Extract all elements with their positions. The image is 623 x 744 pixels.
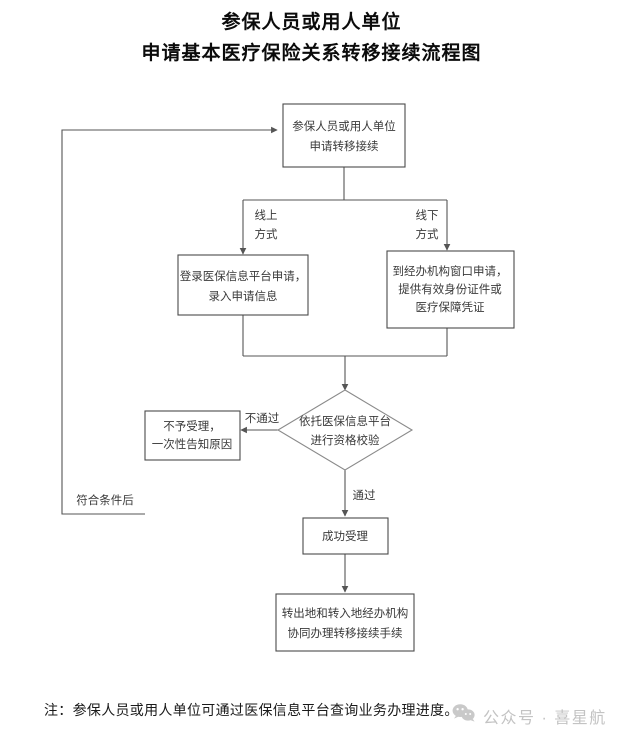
node-handle-line-1: 转出地和转入地经办机构 bbox=[282, 606, 409, 620]
node-offline-line-3: 医疗保障凭证 bbox=[416, 300, 485, 314]
page-title: 参保人员或用人单位 申请基本医疗保险关系转移接续流程图 bbox=[0, 8, 623, 70]
edge-label-offline-line-2: 方式 bbox=[416, 227, 439, 241]
edge-label-online: 线上 方式 bbox=[255, 208, 278, 241]
watermark: 公众号 · 喜星航 bbox=[452, 703, 607, 728]
edge-label-online-line-1: 线上 bbox=[255, 208, 278, 222]
node-offline-apply[interactable]: 到经办机构窗口申请， 提供有效身份证件或 医疗保障凭证 bbox=[386, 250, 515, 329]
connector-loopback bbox=[61, 126, 278, 515]
node-online-apply[interactable]: 登录医保信息平台申请， 录入申请信息 bbox=[177, 254, 309, 316]
edge-label-pass: 通过 bbox=[353, 489, 376, 502]
footer-note: 注：参保人员或用人单位可通过医保信息平台查询业务办理进度。 bbox=[44, 704, 459, 719]
node-offline-line-2: 提供有效身份证件或 bbox=[398, 282, 502, 296]
node-online-line-2: 录入申请信息 bbox=[209, 289, 278, 303]
node-handle-transfer[interactable]: 转出地和转入地经办机构 协同办理转移接续手续 bbox=[275, 593, 415, 652]
watermark-label: 公众号 · 喜星航 bbox=[483, 709, 607, 727]
edge-label-loopback-text: 符合条件后 bbox=[76, 493, 134, 507]
connector-start-to-split bbox=[243, 167, 447, 201]
edge-label-fail: 不通过 bbox=[245, 412, 280, 425]
node-start-line-1: 参保人员或用人单位 bbox=[292, 119, 396, 133]
node-offline-line-1: 到经办机构窗口申请， bbox=[393, 264, 508, 278]
node-start-line-2: 申请转移接续 bbox=[310, 139, 379, 153]
edge-label-loopback: 符合条件后 bbox=[76, 493, 134, 507]
wechat-icon bbox=[452, 703, 476, 728]
edge-label-fail-text: 不通过 bbox=[245, 412, 280, 425]
flowchart-svg: 参保人员或用人单位 申请转移接续 登录医保信息平台申请， 录入申请信息 到经办机… bbox=[61, 103, 515, 652]
node-accept-line-1: 成功受理 bbox=[322, 530, 368, 543]
title-line-1: 参保人员或用人单位 bbox=[221, 12, 402, 33]
edge-label-offline-line-1: 线下 bbox=[416, 208, 439, 222]
title-line-2: 申请基本医疗保险关系转移接续流程图 bbox=[141, 43, 482, 64]
node-handle-line-2: 协同办理转移接续手续 bbox=[288, 626, 403, 640]
node-online-line-1: 登录医保信息平台申请， bbox=[180, 269, 307, 283]
node-start[interactable]: 参保人员或用人单位 申请转移接续 bbox=[282, 103, 406, 168]
node-reject-line-1: 不予受理， bbox=[163, 420, 221, 433]
node-verify-decision[interactable]: 依托医保信息平台 进行资格校验 bbox=[276, 389, 414, 471]
edge-label-offline: 线下 方式 bbox=[416, 208, 439, 241]
edge-label-pass-text: 通过 bbox=[353, 489, 376, 502]
node-verify-line-1: 依托医保信息平台 bbox=[299, 414, 391, 428]
connector-merge-bus bbox=[243, 355, 447, 391]
node-reject-line-2: 一次性告知原因 bbox=[152, 437, 233, 451]
node-reject[interactable]: 不予受理， 一次性告知原因 bbox=[144, 410, 241, 461]
flowchart-canvas: 参保人员或用人单位 申请转移接续 登录医保信息平台申请， 录入申请信息 到经办机… bbox=[0, 78, 623, 678]
edge-label-online-line-2: 方式 bbox=[255, 227, 278, 241]
node-verify-line-2: 进行资格校验 bbox=[311, 433, 380, 447]
node-accept[interactable]: 成功受理 bbox=[302, 517, 389, 555]
